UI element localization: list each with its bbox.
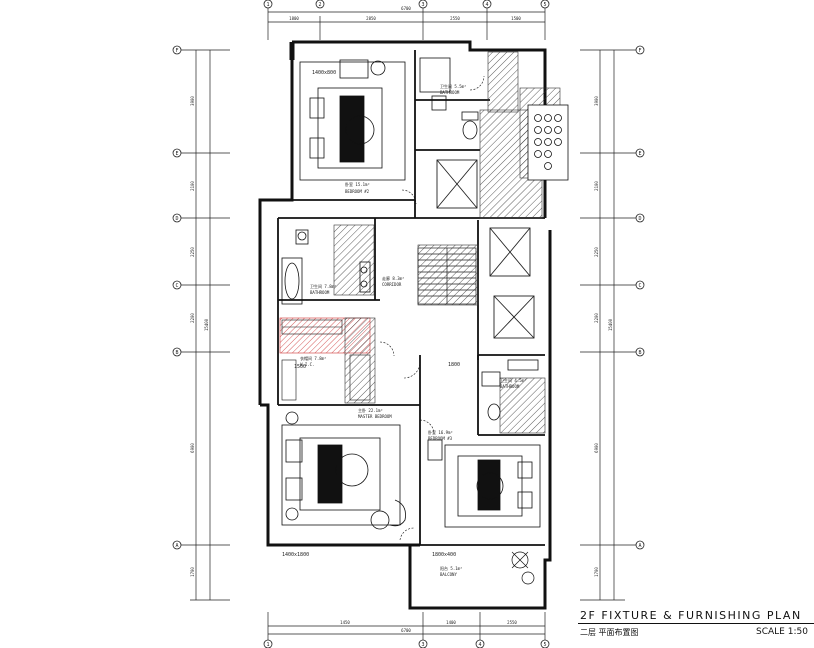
side-balcony bbox=[527, 104, 569, 181]
dim-bottom-3: 2550 bbox=[507, 620, 517, 625]
dim-left-total: 15400 bbox=[204, 318, 209, 331]
axis-bottom-1: 1 bbox=[266, 642, 269, 648]
drawing-subtitle: 二层 平面布置图 bbox=[580, 628, 639, 637]
bottom-dimension-lines bbox=[267, 612, 546, 640]
room-bed2-name: 卧室 15.1m² bbox=[345, 181, 370, 187]
axis-left-f: F bbox=[175, 48, 178, 54]
axis-bottom-4: 4 bbox=[478, 642, 481, 648]
room-labels: 卧室 15.1m² BEDROOM #2 卫生间 5.5m² BATHROOM … bbox=[300, 83, 526, 577]
room-wic-en: W.I.C. bbox=[300, 362, 314, 367]
room-corridor-en: CORRIDOR bbox=[382, 282, 402, 287]
dim-right-2: 2100 bbox=[594, 181, 599, 191]
room-bed3-name: 卧室 16.9m² bbox=[428, 429, 453, 435]
room-bed2-en: BEDROOM #2 bbox=[345, 189, 370, 194]
room-bath1-en: BATHROOM bbox=[440, 90, 460, 95]
room-balcony-en: BALCONY bbox=[440, 572, 457, 577]
dim-left-6: 1700 bbox=[190, 567, 195, 577]
right-dimension-lines bbox=[580, 49, 640, 601]
room-bath2-en: BATHROOM bbox=[310, 290, 330, 295]
room-bath3-name: 卫生间 4.5m² bbox=[500, 377, 526, 383]
axis-top-2: 2 bbox=[318, 2, 321, 8]
dim-right-3: 2250 bbox=[594, 247, 599, 257]
dim-left-4: 2200 bbox=[190, 313, 195, 323]
tag-bed3: 1800x400 bbox=[432, 552, 456, 558]
size-tags: 1400x800 1400x1800 1800x400 1800 1500 bbox=[282, 70, 460, 558]
axis-left-d: D bbox=[175, 216, 178, 222]
dim-left-3: 2250 bbox=[190, 247, 195, 257]
bathroom3-fixtures bbox=[481, 359, 539, 421]
axis-bottom-5: 5 bbox=[543, 642, 546, 648]
room-corridor-name: 走廊 8.3m² bbox=[382, 275, 404, 281]
axis-top-4: 4 bbox=[485, 2, 488, 8]
room-balcony-name: 阳台 5.1m² bbox=[440, 565, 462, 571]
dim-bottom-2: 1400 bbox=[446, 620, 456, 625]
staircase bbox=[417, 247, 477, 305]
tag-bath3: 1800 bbox=[448, 362, 460, 368]
axis-right-f: F bbox=[638, 48, 641, 54]
room-bath2-name: 卫生间 7.8m² bbox=[310, 283, 336, 289]
wic-shelves bbox=[281, 319, 371, 401]
room-master-en: MASTER BEDROOM bbox=[358, 414, 392, 419]
axis-left-c: C bbox=[175, 283, 178, 289]
dim-bottom-total: 6700 bbox=[401, 628, 411, 633]
dim-right-1: 3900 bbox=[594, 96, 599, 106]
title-underline bbox=[578, 623, 814, 624]
balcony-plants bbox=[511, 551, 535, 585]
room-bath3-en: BATHROOM bbox=[500, 384, 520, 389]
dim-top-total: 6700 bbox=[401, 6, 411, 11]
axis-left-a: A bbox=[175, 543, 178, 549]
axis-labels: 1 2 3 4 5 1 3 4 5 F E D C B A F E D C B … bbox=[175, 2, 641, 648]
vertical-dimension-texts: 3900 2100 2250 2200 6900 1700 15400 3900… bbox=[190, 96, 613, 577]
dim-top-2: 2850 bbox=[366, 16, 376, 21]
dim-right-6: 1700 bbox=[594, 567, 599, 577]
axis-right-c: C bbox=[638, 283, 641, 289]
dim-left-5: 6900 bbox=[190, 443, 195, 453]
axis-right-a: A bbox=[638, 543, 641, 549]
axis-right-e: E bbox=[638, 151, 641, 157]
master-bedroom-furniture bbox=[281, 411, 406, 530]
axis-right-b: B bbox=[638, 350, 641, 356]
room-bath1-name: 卫生间 5.5m² bbox=[440, 83, 466, 89]
drawing-title: 2F FIXTURE & FURNISHING PLAN bbox=[580, 609, 802, 622]
axis-top-3: 3 bbox=[421, 2, 424, 8]
dim-top-3: 2550 bbox=[450, 16, 460, 21]
left-dimension-lines bbox=[175, 49, 230, 601]
axis-bubbles bbox=[172, 0, 645, 648]
dim-left-1: 3900 bbox=[190, 96, 195, 106]
dim-right-4: 2200 bbox=[594, 313, 599, 323]
tag-master: 1400x1800 bbox=[282, 552, 309, 558]
dim-top-4: 1500 bbox=[511, 16, 521, 21]
door-swings bbox=[379, 75, 485, 541]
axis-left-b: B bbox=[175, 350, 178, 356]
bedroom2-furniture bbox=[299, 59, 406, 181]
room-bed3-en: BEDROOM #3 bbox=[428, 436, 453, 441]
axis-top-1: 1 bbox=[266, 2, 269, 8]
dimension-texts: 6700 1800 2850 2550 1500 6700 1450 1400 … bbox=[289, 6, 521, 633]
interior-walls bbox=[277, 50, 545, 546]
dim-right-5: 6900 bbox=[594, 443, 599, 453]
tag-wic: 1500 bbox=[294, 364, 306, 370]
tag-bed2: 1400x800 bbox=[312, 70, 336, 76]
master-bath-fixtures bbox=[281, 229, 371, 305]
room-wic-name: 衣帽间 7.8m² bbox=[300, 355, 326, 361]
top-dimension-lines bbox=[267, 6, 546, 40]
bathroom-top-fixtures bbox=[419, 57, 479, 140]
axis-bottom-3: 3 bbox=[421, 642, 424, 648]
dim-bottom-1: 1450 bbox=[340, 620, 350, 625]
dim-right-total: 15400 bbox=[608, 318, 613, 331]
drawing-scale: SCALE 1:50 bbox=[756, 627, 808, 637]
axis-top-5: 5 bbox=[543, 2, 546, 8]
room-master-name: 主卧 22.1m² bbox=[358, 407, 383, 413]
dim-left-2: 2100 bbox=[190, 181, 195, 191]
axis-left-e: E bbox=[175, 151, 178, 157]
void-blocks bbox=[436, 159, 535, 339]
axis-right-d: D bbox=[638, 216, 641, 222]
bedroom3-furniture bbox=[427, 439, 541, 528]
dim-top-1: 1800 bbox=[289, 16, 299, 21]
